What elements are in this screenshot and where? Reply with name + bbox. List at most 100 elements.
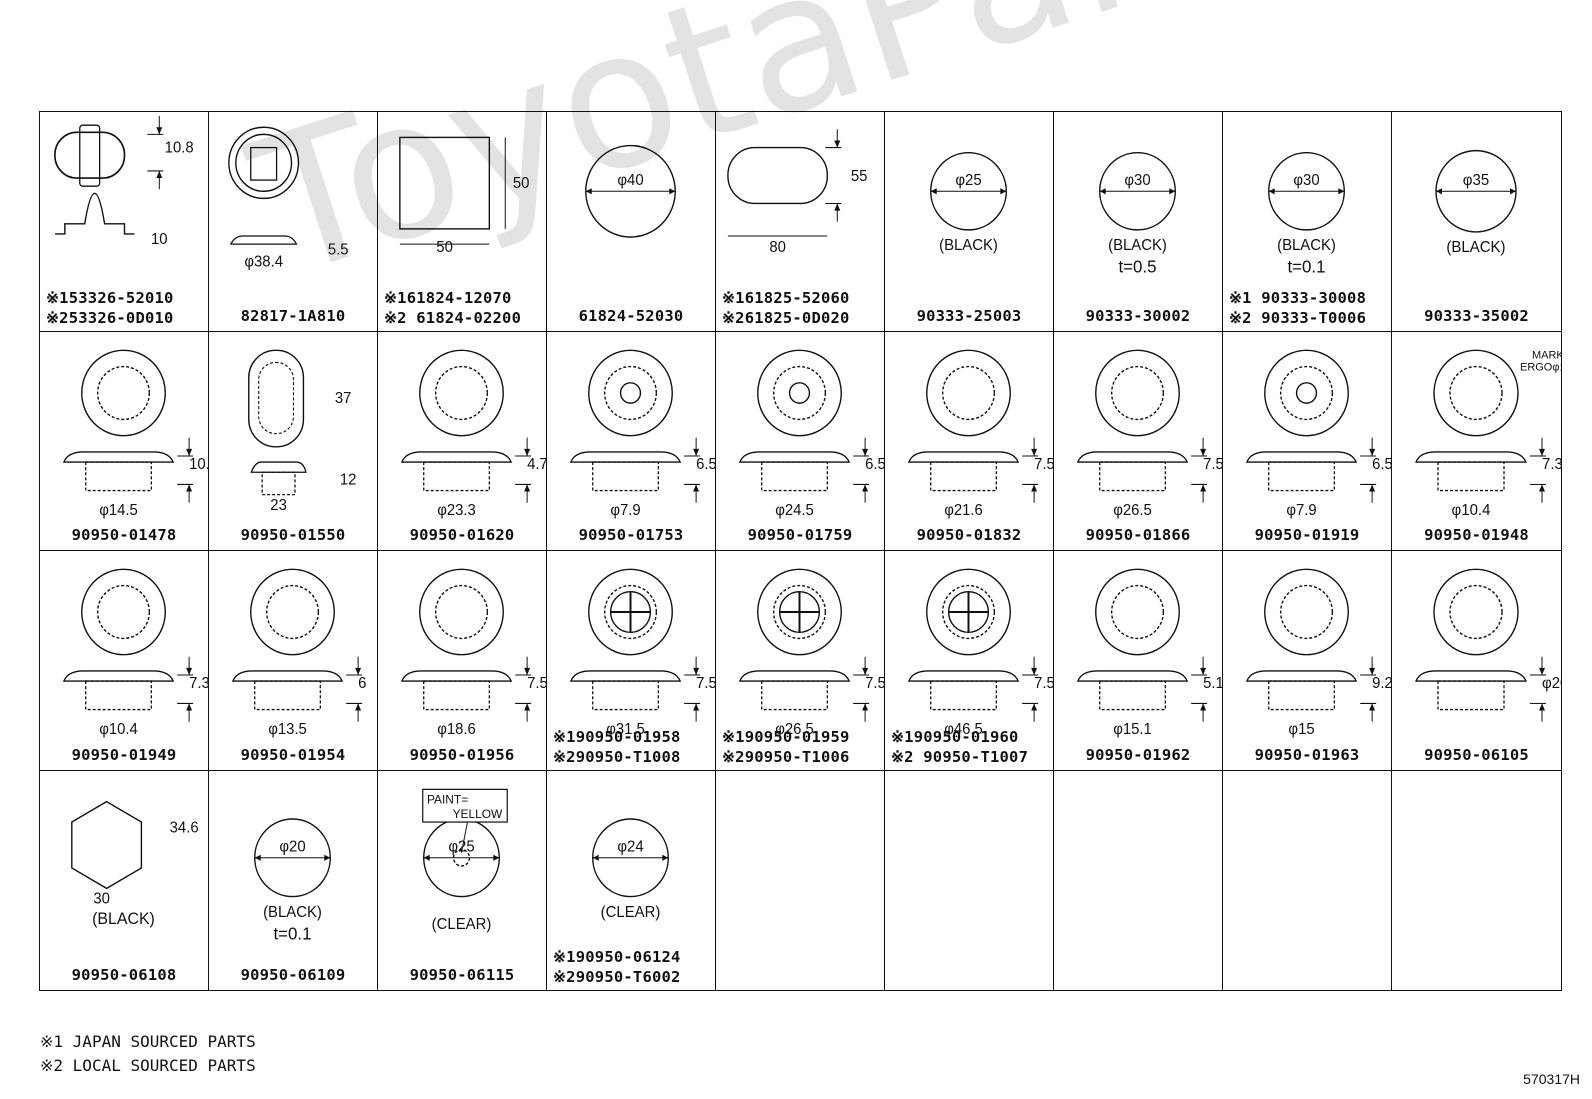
note-text: t=0.1 bbox=[1287, 257, 1325, 276]
part-number: ※290950-T1008 bbox=[553, 747, 681, 766]
dim-label: 30 bbox=[93, 890, 110, 907]
footnote-local: ※2 LOCAL SOURCED PARTS bbox=[40, 1056, 256, 1075]
diameter-label: φ30 bbox=[1124, 172, 1150, 189]
part-number: 90950-01478 bbox=[71, 526, 177, 544]
part-number: 90950-01620 bbox=[409, 526, 515, 544]
diameter-label: φ25 bbox=[955, 172, 981, 189]
part-cell bbox=[1392, 771, 1561, 991]
dim-label: 50 bbox=[436, 239, 453, 256]
dim-label: 23 bbox=[270, 496, 287, 513]
part-number: 90950-01948 bbox=[1424, 526, 1529, 544]
part-cell: φ35(BLACK)90333-35002 bbox=[1392, 112, 1561, 332]
part-number: 61824-52030 bbox=[578, 306, 684, 325]
part-drawing: 7.5 φ31.5 bbox=[569, 568, 715, 738]
height-label: 6.5 bbox=[1372, 456, 1391, 473]
part-cell: φ24(CLEAR)※190950-06124※290950-T6002 bbox=[547, 770, 716, 990]
part-number: ※2 90333-T0006 bbox=[1229, 308, 1367, 327]
diameter-label: φ24.5 bbox=[775, 501, 814, 518]
dim-label: 10 bbox=[151, 231, 168, 248]
footnotes: ※1 JAPAN SOURCED PARTS ※2 LOCAL SOURCED … bbox=[40, 1030, 256, 1078]
note-text: (BLACK) bbox=[1277, 237, 1336, 254]
part-number: 90333-25003 bbox=[916, 306, 1022, 325]
height-label: 7.5 bbox=[865, 675, 884, 692]
part-drawing: 6.5 φ7.9 bbox=[1245, 349, 1391, 518]
part-number: 90950-01962 bbox=[1085, 745, 1191, 764]
height-label: 7.5 bbox=[696, 675, 715, 692]
part-number: ※161825-52060 bbox=[722, 288, 850, 307]
part-number: 90950-06115 bbox=[409, 966, 515, 984]
diameter-label: φ20 bbox=[279, 838, 305, 855]
part-drawing: 10.1φ14.5 bbox=[62, 349, 208, 518]
height-label: 6.5 bbox=[865, 456, 884, 473]
part-cell: 9.2 φ15 90950-01963 bbox=[1223, 551, 1392, 771]
mark-value: ERGOφ10 bbox=[1520, 361, 1561, 373]
diameter-label: φ25 bbox=[448, 838, 474, 855]
part-cell bbox=[1054, 770, 1223, 990]
part-cell: φ25(BLACK) 90333-25003 bbox=[885, 112, 1054, 332]
note-text: (BLACK) bbox=[1108, 237, 1167, 254]
dim-label: φ38.4 bbox=[244, 253, 283, 270]
part-number: ※1 90333-30008 bbox=[1229, 288, 1367, 307]
part-number: ※190950-01959 bbox=[722, 727, 850, 746]
part-number: 90950-01956 bbox=[409, 745, 515, 764]
height-label: 7.5 bbox=[1034, 675, 1053, 692]
part-number: 90950-06109 bbox=[240, 966, 346, 984]
part-drawing: φ20 (BLACK) t=0.1 bbox=[254, 817, 331, 943]
dim-label: 10.8 bbox=[165, 140, 194, 157]
diameter-label: φ31.5 bbox=[606, 721, 645, 738]
part-number: 90950-01963 bbox=[1254, 745, 1360, 764]
part-cell: φ30(BLACK)t=0.1※1 90333-30008※2 90333-T0… bbox=[1223, 112, 1392, 332]
note-text: (BLACK) bbox=[263, 903, 322, 920]
dim-label: 50 bbox=[513, 175, 530, 192]
diameter-label: φ18.6 bbox=[437, 721, 476, 738]
part-cell: φ20 90950-06105 bbox=[1392, 551, 1561, 771]
diameter-label: φ46.5 bbox=[944, 721, 983, 738]
height-label: 6 bbox=[358, 675, 366, 692]
diameter-label: φ7.9 bbox=[1286, 501, 1316, 518]
note-text: (CLEAR) bbox=[432, 916, 492, 933]
part-number: 90950-06108 bbox=[71, 966, 177, 984]
diameter-label: φ14.5 bbox=[99, 501, 138, 518]
height-label: 9.2 bbox=[1372, 675, 1391, 692]
part-drawing: 7.5 φ46.5 bbox=[907, 568, 1053, 738]
figure-id: 570317H bbox=[1523, 1071, 1580, 1087]
diameter-label: φ26.5 bbox=[1113, 501, 1152, 518]
note-text: (BLACK) bbox=[92, 909, 155, 927]
part-drawing: 7.5 φ18.6 bbox=[400, 568, 546, 738]
part-number: 90333-35002 bbox=[1424, 306, 1529, 325]
note-text: t=0.1 bbox=[273, 924, 311, 943]
height-label: 7.5 bbox=[527, 675, 546, 692]
part-number: 90333-30002 bbox=[1085, 306, 1191, 325]
part-number: 90950-06105 bbox=[1424, 745, 1529, 764]
part-number: 90950-01753 bbox=[578, 526, 684, 544]
height-label: 4.7 bbox=[527, 456, 546, 473]
part-drawing: φ25(BLACK) bbox=[930, 151, 1007, 254]
diameter-label: φ15 bbox=[1288, 721, 1314, 738]
diameter-label: φ15.1 bbox=[1113, 721, 1152, 738]
part-cell: 7.5 φ18.6 90950-01956 bbox=[378, 551, 547, 771]
part-drawing: φ20 bbox=[1415, 568, 1561, 722]
part-number: ※290950-T1006 bbox=[722, 747, 850, 766]
mark-label: MARK= bbox=[1532, 349, 1561, 361]
part-number: ※190950-06124 bbox=[553, 948, 681, 966]
dim-label: 12 bbox=[340, 471, 357, 488]
part-cell: φ20 (BLACK) t=0.1 90950-06109 bbox=[209, 770, 378, 990]
